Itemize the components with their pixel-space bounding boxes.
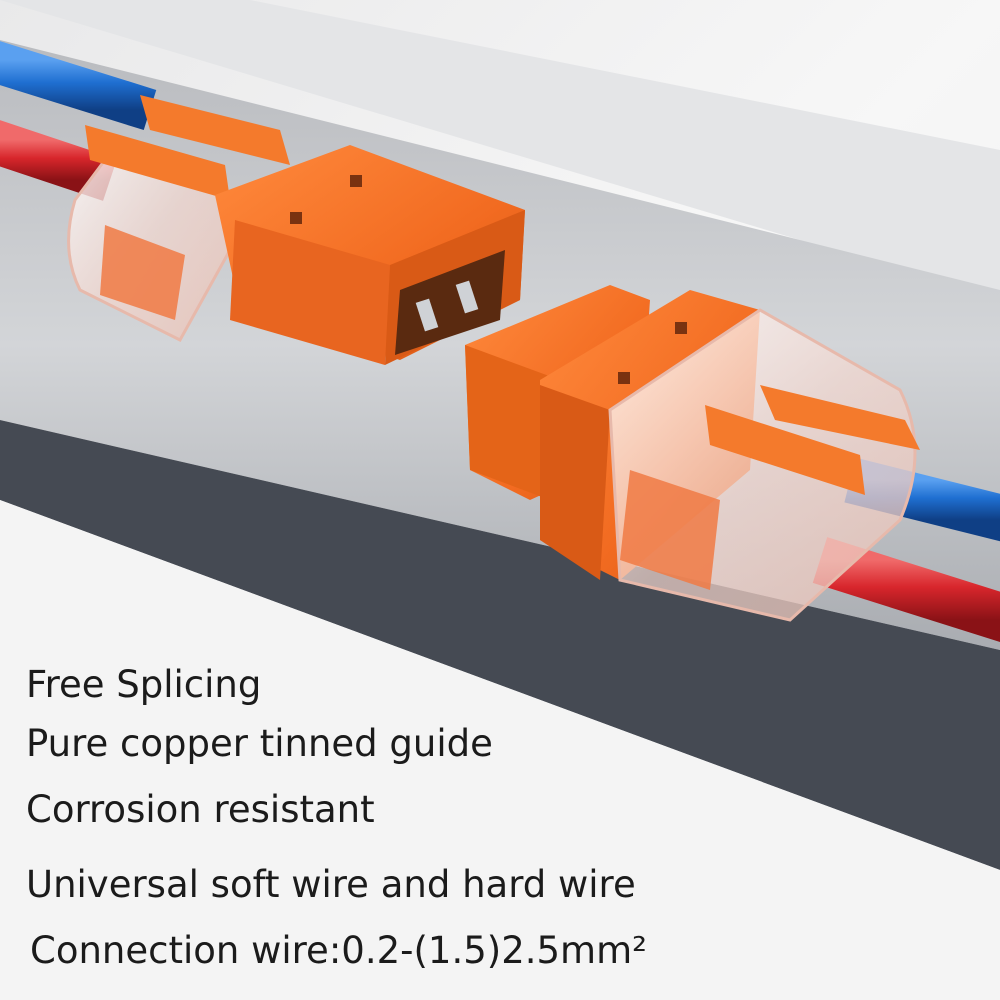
contact-pin [415,298,439,332]
left-wires [0,41,157,201]
feature-item: Pure copper tinned guide [26,722,493,765]
left-connector [67,95,525,365]
lever-top [140,95,290,165]
light-band [0,0,1000,300]
feature-item: Corrosion resistant [26,788,375,831]
feature-item: Connection wire:0.2-(1.5)2.5mm² [30,929,647,972]
right-connector [465,285,920,622]
lower-background [0,500,1000,1000]
dark-band [0,420,1000,870]
lever-bottom [705,405,865,495]
socket-opening [395,250,505,355]
lever-bottom [85,125,230,200]
contact-pin [455,280,479,314]
lever-top [760,385,920,450]
feature-item: Universal soft wire and hard wire [26,863,636,906]
feature-item: Free Splicing [26,663,262,706]
